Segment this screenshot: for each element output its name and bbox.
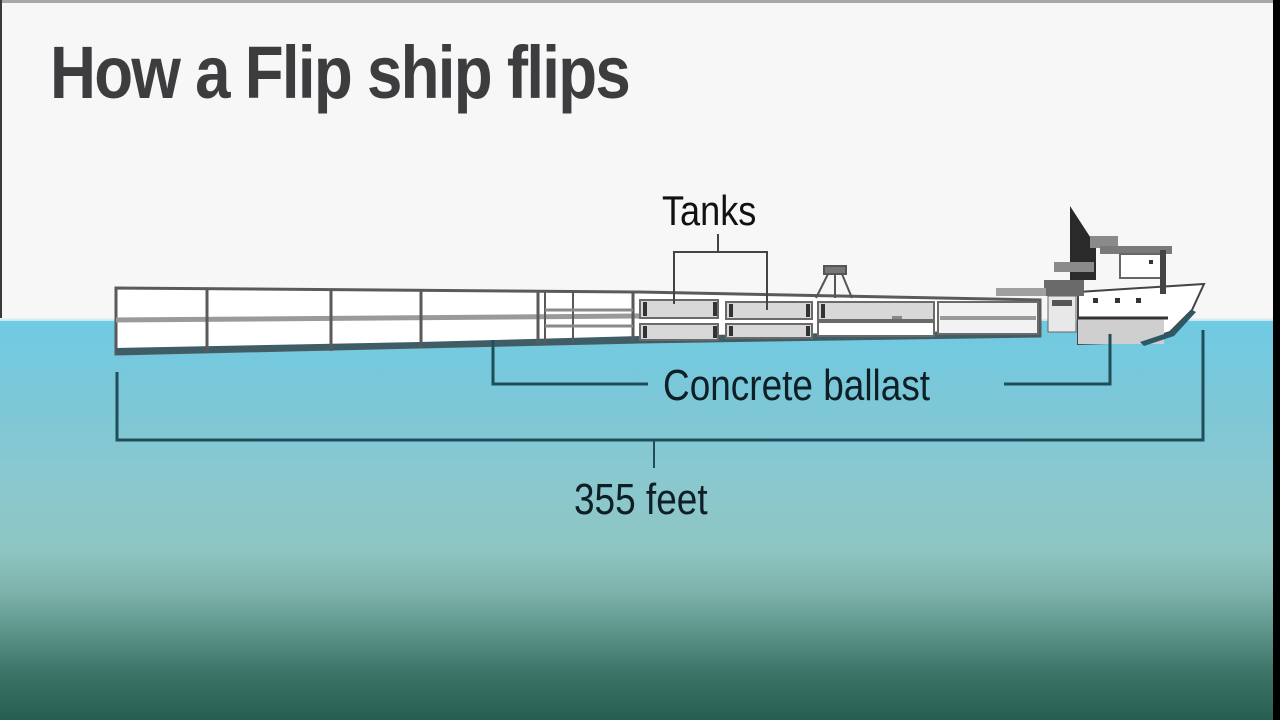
ship-length-label: 355 feet [574, 475, 708, 524]
tanks-label: Tanks [662, 187, 757, 234]
length-bracket [115, 330, 1205, 468]
ship-superstructure [996, 206, 1172, 333]
tanks-bracket [673, 234, 768, 310]
ballast-tanks [639, 299, 1039, 341]
top-border [0, 0, 1273, 3]
tank-end-caps [643, 302, 902, 338]
ship-bow [1077, 282, 1206, 346]
ocean-water [0, 320, 1273, 720]
deck-crane [815, 265, 853, 299]
ballast-bracket [491, 334, 1112, 386]
concrete-ballast-label: Concrete ballast [663, 361, 931, 410]
page-title: How a Flip ship flips [50, 31, 631, 114]
